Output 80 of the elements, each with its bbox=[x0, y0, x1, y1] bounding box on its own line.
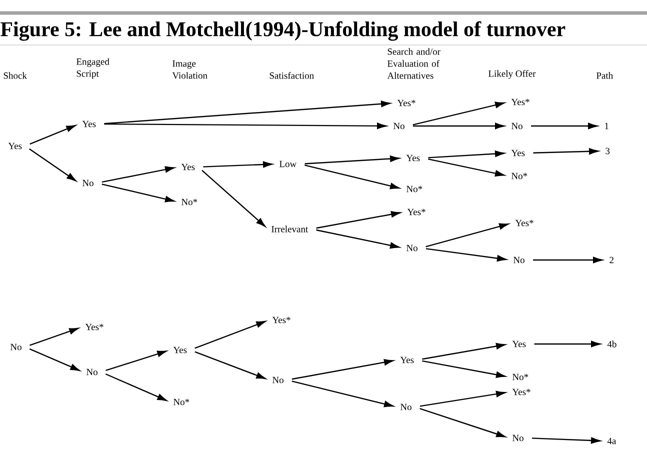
arrow bbox=[426, 223, 509, 248]
branch-label: No bbox=[86, 368, 98, 376]
arrow bbox=[29, 348, 80, 371]
path-number: 4b bbox=[607, 340, 616, 348]
arrow bbox=[531, 122, 598, 130]
arrow bbox=[426, 248, 506, 262]
path-number: 3 bbox=[606, 148, 610, 154]
arrow bbox=[422, 343, 506, 360]
branch-label: No bbox=[82, 180, 94, 186]
branch-label: No bbox=[10, 344, 22, 350]
branch-label: No* bbox=[181, 198, 198, 206]
arrow bbox=[104, 122, 386, 130]
arrow bbox=[194, 320, 266, 349]
column-header: Engaged Script bbox=[76, 58, 110, 79]
branch-label: Low bbox=[279, 160, 297, 168]
arrow bbox=[304, 164, 400, 190]
arrow bbox=[292, 359, 394, 380]
arrow bbox=[316, 229, 400, 249]
arrow bbox=[194, 351, 266, 380]
branch-label: Yes* bbox=[512, 388, 530, 396]
branch-label: Yes* bbox=[515, 220, 534, 226]
arrow bbox=[30, 124, 76, 145]
branch-label: No* bbox=[512, 374, 528, 380]
arrow bbox=[420, 390, 506, 407]
arrow bbox=[532, 437, 600, 444]
branch-label: Yes bbox=[511, 150, 525, 156]
path-number: 4a bbox=[607, 438, 616, 444]
column-header: Satisfaction bbox=[270, 72, 314, 79]
arrow bbox=[533, 256, 602, 264]
arrow bbox=[413, 122, 504, 130]
arrow bbox=[105, 373, 167, 401]
branch-label: No bbox=[272, 376, 284, 384]
branch-label: No bbox=[406, 244, 418, 252]
branch-label: No bbox=[513, 256, 524, 264]
branch-label: Yes bbox=[181, 164, 195, 170]
branch-label: No bbox=[511, 122, 522, 130]
branch-label: Yes* bbox=[407, 208, 426, 216]
column-header: Path bbox=[596, 72, 613, 79]
column-header: Likely Offer bbox=[488, 70, 536, 79]
branch-label: Yes bbox=[173, 346, 187, 354]
branch-label: Yes bbox=[512, 340, 526, 348]
branch-label: Yes bbox=[8, 142, 22, 150]
path-number: 2 bbox=[610, 256, 614, 264]
branch-label: Yes* bbox=[511, 98, 530, 106]
branch-label: Yes* bbox=[85, 324, 104, 330]
branch-label: No* bbox=[511, 172, 528, 180]
path-number: 1 bbox=[605, 122, 608, 130]
arrow bbox=[533, 148, 598, 154]
arrow bbox=[202, 170, 266, 227]
arrow bbox=[428, 158, 505, 177]
column-header: Search and/or Evaluation of Alternatives bbox=[387, 48, 440, 79]
arrow bbox=[534, 340, 600, 348]
arrow bbox=[102, 184, 175, 202]
branch-label: No* bbox=[406, 186, 422, 192]
column-header: Image Violation bbox=[172, 60, 208, 79]
branch-label: Yes* bbox=[272, 316, 290, 324]
arrow bbox=[420, 408, 506, 438]
arrow bbox=[104, 100, 390, 124]
arrow bbox=[412, 102, 505, 126]
arrow bbox=[30, 328, 79, 346]
arrow bbox=[102, 166, 175, 183]
column-header: Shock bbox=[4, 72, 27, 79]
arrow bbox=[422, 360, 506, 378]
branch-label: Irrelevant bbox=[272, 226, 308, 232]
arrow bbox=[316, 211, 401, 229]
branch-label: Yes bbox=[406, 154, 420, 162]
branch-label: No bbox=[512, 434, 524, 442]
branch-label: Yes bbox=[82, 120, 96, 128]
branch-label: Yes bbox=[400, 356, 414, 364]
arrow bbox=[292, 380, 394, 408]
branch-label: No* bbox=[173, 398, 190, 406]
arrow bbox=[428, 150, 504, 158]
branch-label: No bbox=[393, 122, 404, 130]
arrow bbox=[106, 350, 167, 372]
branch-label: Yes* bbox=[397, 100, 416, 106]
arrow bbox=[304, 156, 400, 164]
figure-title: Figure 5: Lee and Motchell(1994)-Unfolding model of turnover bbox=[0, 21, 566, 41]
arrow bbox=[203, 161, 272, 168]
branch-label: No bbox=[400, 404, 412, 410]
arrow bbox=[29, 148, 76, 182]
